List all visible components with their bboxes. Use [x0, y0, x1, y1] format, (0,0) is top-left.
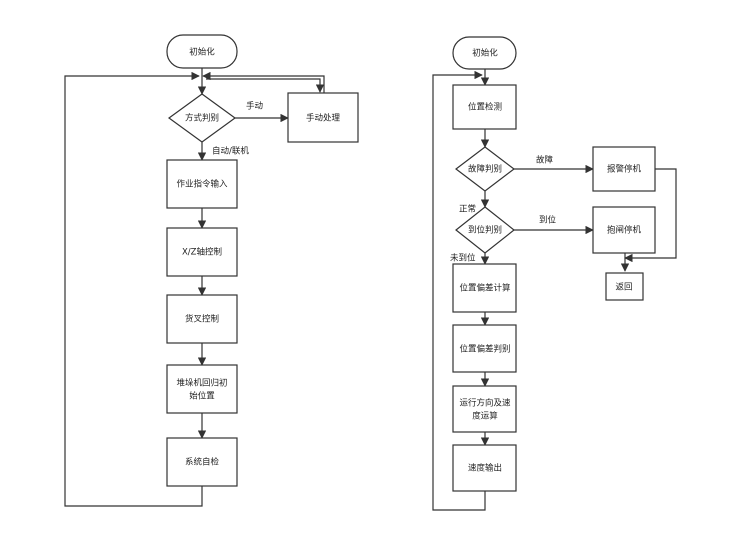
- left-return-node: [166, 364, 238, 414]
- right-detect-label: 位置检测: [468, 102, 502, 113]
- left-xz-node: [166, 227, 238, 277]
- edge-alarm-to-return: [624, 168, 677, 263]
- right-start-node: [452, 36, 517, 70]
- left-fork-node: [166, 294, 238, 344]
- right-speed-label: 速度输出: [468, 463, 502, 474]
- right-brake-label: 抱闸停机: [607, 225, 642, 236]
- right-arrive-edge-label: 到位: [539, 215, 557, 226]
- left-command-node: [166, 159, 238, 209]
- left-manual-edge-label: 手动: [246, 101, 264, 112]
- right-fault-edge-label: 故障: [536, 155, 554, 166]
- left-return-label-line1: 堆垛机回归初: [176, 378, 227, 389]
- edge-merge-to-manual: [206, 78, 325, 93]
- right-judge-label: 位置偏差判别: [459, 344, 510, 355]
- left-start-label: 初始化: [189, 47, 215, 58]
- left-manual-process-label: 手动处理: [306, 113, 341, 124]
- left-start-node: [166, 34, 238, 69]
- right-fault-decision: [455, 146, 515, 192]
- left-auto-edge-label: 自动/联机: [212, 146, 249, 157]
- right-direction-label-line2: 度运算: [472, 411, 498, 422]
- right-return-node: [605, 272, 644, 301]
- right-calc-node: [452, 263, 517, 313]
- left-xz-label: X/Z轴控制: [182, 247, 222, 258]
- right-speed-node: [452, 444, 517, 492]
- right-detect-node: [452, 84, 517, 130]
- right-arrive-decision: [455, 206, 515, 254]
- right-direction-node: [452, 385, 517, 433]
- right-return-label: 返回: [615, 282, 632, 293]
- right-brake-node: [592, 206, 656, 254]
- right-judge-node: [452, 324, 517, 373]
- right-direction-label-line1: 运行方向及速: [459, 398, 511, 409]
- right-normal-edge-label: 正常: [459, 204, 476, 215]
- left-mode-decision: [167, 93, 237, 143]
- left-manual-process-node: [287, 92, 359, 143]
- right-arrive-label: 到位判别: [468, 225, 502, 236]
- edge-selfcheck-loop: [64, 71, 203, 507]
- left-command-label: 作业指令输入: [176, 179, 228, 190]
- right-alarm-label: 报警停机: [607, 164, 642, 175]
- left-return-label-line2: 始位置: [189, 391, 215, 402]
- right-fault-label: 故障判别: [468, 164, 502, 175]
- right-not-arrive-edge-label: 未到位: [450, 253, 476, 264]
- right-calc-label: 位置偏差计算: [459, 283, 511, 294]
- right-alarm-node: [592, 146, 656, 192]
- right-start-label: 初始化: [472, 48, 498, 59]
- left-selfcheck-label: 系统自检: [185, 457, 220, 468]
- left-mode-label: 方式判别: [185, 113, 219, 124]
- left-selfcheck-node: [166, 437, 238, 487]
- edge-speed-loop: [432, 70, 486, 511]
- left-fork-label: 货叉控制: [185, 314, 219, 325]
